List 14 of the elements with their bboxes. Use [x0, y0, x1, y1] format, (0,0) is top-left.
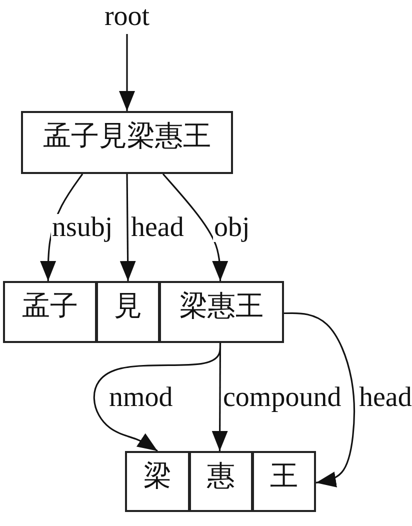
node-label: root [97, 0, 157, 34]
edge-label: compound [222, 384, 342, 412]
token-cell: 孟子 [3, 281, 97, 343]
text-box: 孟子見梁惠王 [21, 111, 233, 174]
arrow [119, 34, 135, 111]
arrow [162, 173, 228, 281]
arrow [120, 174, 136, 281]
token-cell: 梁 [125, 451, 190, 512]
token-cell: 梁惠王 [159, 281, 284, 343]
token-cell: 見 [96, 281, 160, 343]
arrow [284, 312, 356, 488]
token-cell: 王 [252, 451, 316, 512]
arrow [212, 343, 228, 451]
token-cell: 惠 [189, 451, 253, 512]
